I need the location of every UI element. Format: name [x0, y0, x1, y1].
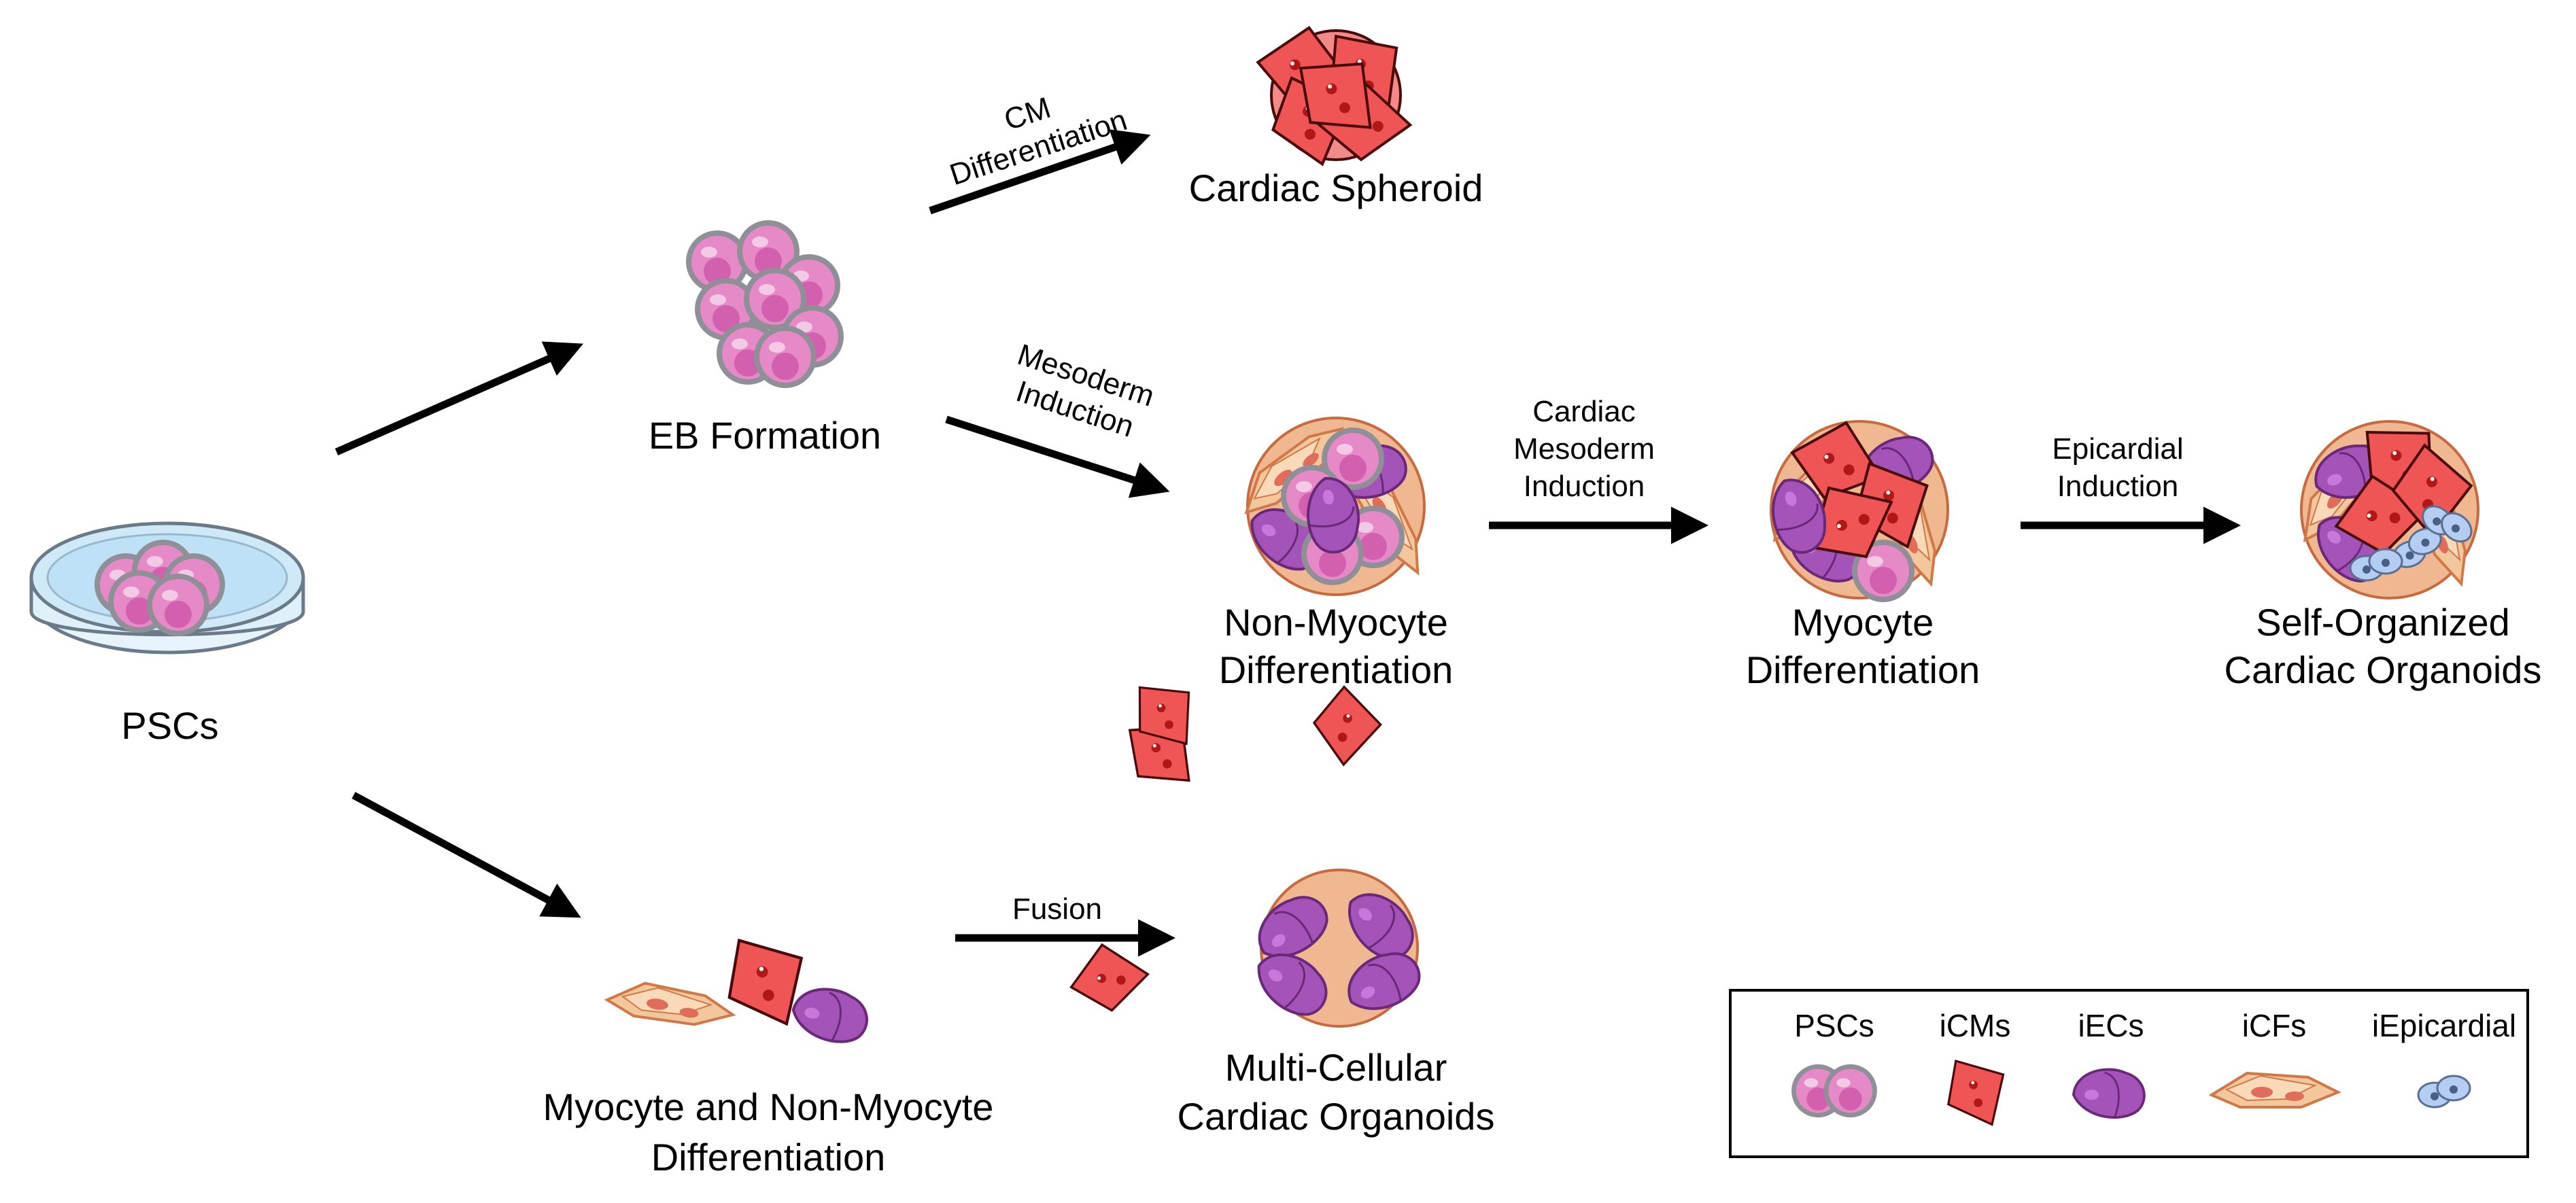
non-myocyte-label-line1: Non-Myocyte [1224, 601, 1448, 644]
legend-label-iecs: iECs [2078, 1008, 2144, 1043]
psc-cells-icon [1791, 1064, 1877, 1118]
svg-text:Epicardial: Epicardial [2052, 432, 2183, 466]
step-epicardial-induction: Epicardial Induction [2052, 432, 2183, 503]
svg-text:Cardiac: Cardiac [1532, 395, 1636, 428]
cardiac-spheroid-label: Cardiac Spheroid [1189, 167, 1483, 209]
svg-text:Induction: Induction [2057, 470, 2179, 503]
self-organized-organoid-icon [2286, 416, 2484, 599]
eb-formation-label: EB Formation [649, 414, 881, 457]
arrows [334, 129, 2241, 957]
legend: PSCs iCMs iECs iCFs iEpicardial [1729, 989, 2529, 1158]
arrow-eb-to-nonmyocyte [945, 415, 1170, 498]
embryoid-body-icon [686, 220, 844, 388]
legend-label-iepicardial: iEpicardial [2372, 1008, 2516, 1043]
legend-label-icms: iCMs [1940, 1008, 2011, 1043]
svg-text:Mesoderm: Mesoderm [1513, 432, 1655, 466]
self-organized-label-line2: Cardiac Organoids [2225, 648, 2542, 691]
legend-label-icfs: iCFs [2242, 1008, 2307, 1043]
arrow-psc-to-eb [334, 341, 584, 456]
svg-text:Induction: Induction [1524, 470, 1645, 503]
separate-cell-types-icon [604, 927, 873, 1048]
pscs-label: PSCs [121, 704, 218, 747]
myo-nonmyo-label-line1: Myocyte and Non-Myocyte [543, 1085, 994, 1128]
myocyte-label-line1: Myocyte [1792, 601, 1934, 644]
non-myocyte-organoid-icon [1231, 413, 1436, 596]
self-organized-label-line1: Self-Organized [2256, 601, 2510, 644]
arrow-psc-to-bottom [351, 792, 581, 918]
multicellular-label-line1: Multi-Cellular [1225, 1046, 1447, 1089]
step-fusion: Fusion [1012, 892, 1102, 926]
arrow-eb-to-spheroid [929, 129, 1151, 215]
myo-nonmyo-label-line2: Differentiation [651, 1136, 886, 1179]
step-mesoderm-induction: Mesoderm Induction [1012, 338, 1158, 444]
petri-dish-icon [29, 521, 305, 655]
myocyte-organoid-icon [1756, 416, 1951, 602]
step-cardiac-mesoderm-induction: Cardiac Mesoderm Induction [1513, 395, 1655, 503]
legend-label-pscs: PSCs [1794, 1008, 1874, 1043]
cardiac-spheroid-icon [1251, 20, 1415, 171]
non-myocyte-label-line2: Differentiation [1219, 648, 1454, 691]
multicellular-organoid-icon [1061, 675, 1430, 1028]
multicellular-label-line2: Cardiac Organoids [1178, 1095, 1495, 1138]
myocyte-label-line2: Differentiation [1746, 648, 1980, 691]
